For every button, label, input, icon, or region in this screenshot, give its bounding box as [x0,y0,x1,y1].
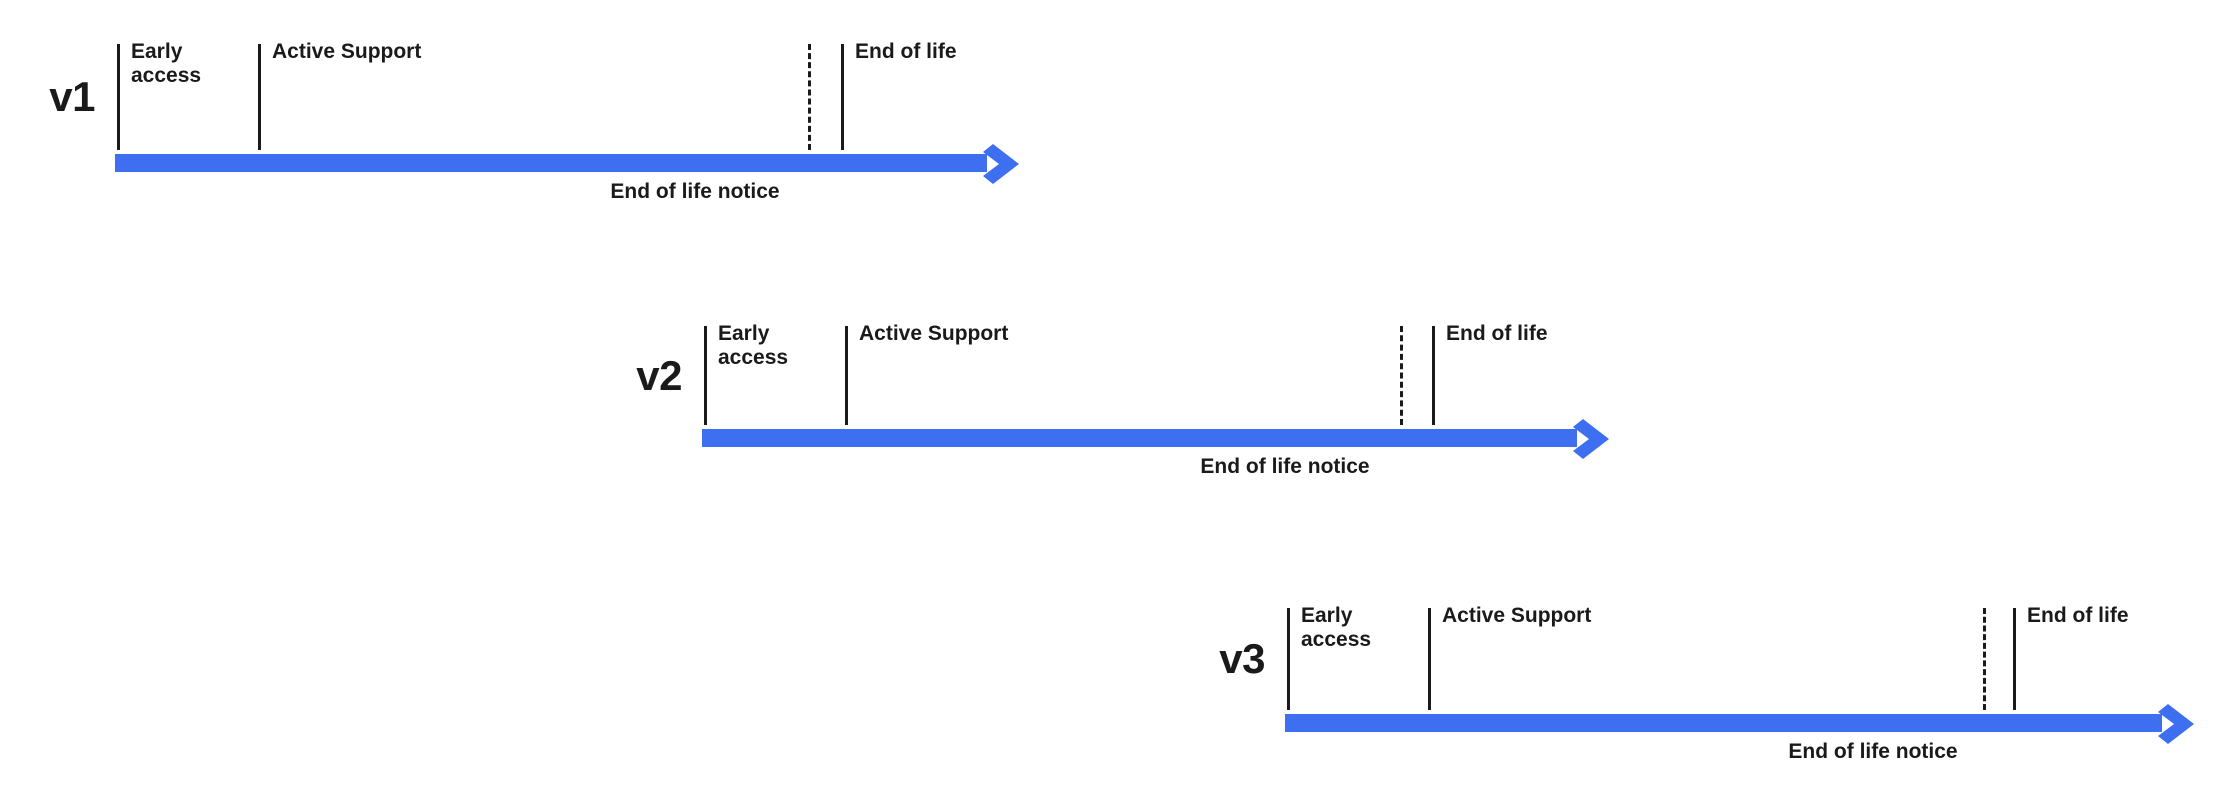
phase-divider-dashed [1983,608,1986,710]
phase-label-active-support: Active Support [1442,604,1592,627]
phase-divider [841,44,844,150]
phase-divider [704,326,707,425]
lifecycle-arrow [1285,704,2200,744]
phase-label-early-access: Early access [1301,604,1372,651]
lifecycle-arrow [115,144,1025,184]
phase-divider [1428,608,1431,710]
phase-divider [117,44,120,150]
phase-label-end-of-life: End of life [1446,322,1548,345]
phase-divider-dashed [1400,326,1403,425]
phase-divider-dashed [808,44,811,150]
phase-label-early-access: Early access [131,40,202,87]
version-label-v2: v2 [636,351,682,399]
phase-divider [2013,608,2016,710]
phase-label-end-of-life: End of life [855,40,957,63]
arrow-head-icon [973,138,1025,190]
phase-divider [258,44,261,150]
arrow-head-icon [2148,698,2200,750]
lifecycle-arrow-shaft [1285,714,2162,732]
phase-divider [845,326,848,425]
phase-label-active-support: Active Support [272,40,422,63]
end-of-life-notice-label: End of life notice [610,180,780,203]
lifecycle-arrow-shaft [702,429,1577,447]
version-label-v3: v3 [1219,635,1265,682]
phase-label-early-access: Early access [718,322,789,369]
lifecycle-arrow [702,419,1615,459]
end-of-life-notice-label: End of life notice [1788,740,1958,763]
lifecycle-arrow-shaft [115,154,987,172]
end-of-life-notice-label: End of life notice [1200,455,1370,478]
arrow-head-icon [1563,413,1615,465]
phase-label-active-support: Active Support [859,322,1009,345]
phase-label-end-of-life: End of life [2027,604,2129,627]
phase-divider [1432,326,1435,425]
version-label-v1: v1 [49,73,95,120]
phase-divider [1287,608,1290,710]
